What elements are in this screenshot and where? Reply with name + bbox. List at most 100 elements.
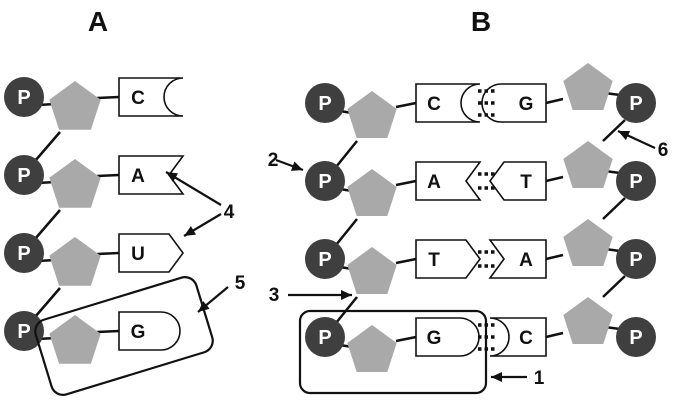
- phosphate-label: P: [629, 249, 642, 271]
- callout-6-label: 6: [658, 140, 669, 161]
- hydrogen-bonds-2: [478, 172, 496, 190]
- base-label: G: [519, 94, 534, 115]
- box-1-nucleotide: [298, 309, 488, 395]
- phosphate-a-4: P: [4, 311, 44, 351]
- phosphate-a-2: P: [4, 155, 44, 195]
- phosphate-b-right-3: P: [616, 239, 656, 279]
- sugar-b-right-1: [563, 63, 613, 110]
- phosphate-label: P: [17, 87, 30, 109]
- phosphate-circle: [616, 239, 656, 279]
- sugar-base-bond: [96, 329, 120, 334]
- sugar-base-bond: [395, 335, 417, 343]
- base-b-left-2: A: [415, 161, 482, 201]
- base-b-right-1: G: [481, 83, 547, 123]
- phosphate-circle: [4, 155, 44, 195]
- base-b-left-3: T: [415, 239, 481, 279]
- backbone-bond: [602, 197, 626, 220]
- phosphate-b-left-2: P: [305, 161, 345, 201]
- base-a-2: A: [118, 155, 185, 195]
- sugar-b-right-2: [563, 141, 613, 188]
- phosphate-circle: [616, 161, 656, 201]
- phosphate-circle: [305, 317, 345, 357]
- sugar-base-bond: [395, 179, 417, 187]
- sugar-b-left-1: [347, 91, 397, 138]
- base-shape: [415, 317, 480, 357]
- sugar-a-4: [49, 315, 101, 364]
- base-shape: [488, 239, 547, 279]
- base-shape: [489, 317, 547, 357]
- backbone-bond: [34, 209, 61, 240]
- sugar-base-bond: [545, 175, 564, 183]
- sugar-base-bond: [395, 257, 417, 265]
- base-a-4: G: [118, 311, 181, 351]
- callout-1-arrow: [491, 372, 527, 382]
- base-b-right-4: C: [489, 317, 547, 357]
- sugar-base-bond: [96, 95, 120, 100]
- phosphate-label: P: [629, 171, 642, 193]
- phosphate-circle: [4, 77, 44, 117]
- backbone-bonds: [34, 91, 626, 349]
- phosphate-label: P: [17, 165, 30, 187]
- callout-6-arrow: [617, 130, 656, 149]
- base-b-left-1: C: [415, 83, 481, 123]
- backbone-bond: [34, 131, 61, 162]
- phosphate-label: P: [318, 171, 331, 193]
- phosphate-label: P: [318, 249, 331, 271]
- base-shape: [415, 239, 481, 279]
- base-shape: [118, 155, 185, 195]
- phosphate-label: P: [629, 327, 642, 349]
- phosphate-b-left-1: P: [305, 83, 345, 123]
- callout-3-arrow: [288, 290, 352, 300]
- phosphate-label: P: [318, 93, 331, 115]
- callout-4-arrow-a: [165, 171, 222, 206]
- backbone-bond: [602, 275, 626, 298]
- phosphate-b-right-2: P: [616, 161, 656, 201]
- sugar-base-bond: [545, 97, 564, 105]
- phosphate-label: P: [17, 321, 30, 343]
- phosphate-a-3: P: [4, 233, 44, 273]
- backbone-bond: [335, 140, 358, 168]
- sugar-base-bond: [96, 251, 120, 256]
- phosphate-b-left-3: P: [305, 239, 345, 279]
- base-shape: [415, 161, 482, 201]
- base-shape: [489, 161, 547, 201]
- sugar-base-bond: [545, 253, 564, 261]
- sugar-base-bond: [96, 173, 120, 178]
- phosphate-circle: [305, 83, 345, 123]
- phosphate-circle: [616, 317, 656, 357]
- base-a-1: C: [118, 77, 184, 117]
- callout-4-arrow-b: [183, 213, 222, 237]
- backbone-bond: [602, 119, 626, 142]
- base-label: C: [519, 328, 533, 349]
- base-b-right-2: T: [489, 161, 547, 201]
- phosphate-circle: [616, 83, 656, 123]
- phosphate-a-1: P: [4, 77, 44, 117]
- phosphate-b-left-4: P: [305, 317, 345, 357]
- base-label: A: [519, 250, 533, 271]
- callout-2-arrow: [275, 158, 304, 172]
- sugar-base-bond: [545, 331, 564, 339]
- sugar-a-3: [49, 237, 101, 286]
- base-shape: [481, 83, 547, 123]
- sugar-b-left-3: [347, 247, 397, 294]
- base-shape: [118, 311, 181, 351]
- base-shape: [415, 83, 481, 123]
- phosphate-b-right-1: P: [616, 83, 656, 123]
- phosphate-label: P: [318, 327, 331, 349]
- base-label: T: [428, 250, 440, 271]
- panel-a-title: A: [88, 6, 108, 37]
- callout-4-label: 4: [224, 202, 235, 223]
- base-b-left-4: G: [415, 317, 480, 357]
- panel-b-title: B: [471, 6, 491, 37]
- base-label: A: [131, 166, 145, 187]
- base-label: T: [520, 172, 532, 193]
- base-label: A: [427, 172, 441, 193]
- base-label: G: [131, 322, 146, 343]
- backbone-bond: [34, 287, 61, 318]
- phosphate-circle: [305, 239, 345, 279]
- base-shape: [118, 233, 184, 273]
- sugar-a-2: [49, 159, 101, 208]
